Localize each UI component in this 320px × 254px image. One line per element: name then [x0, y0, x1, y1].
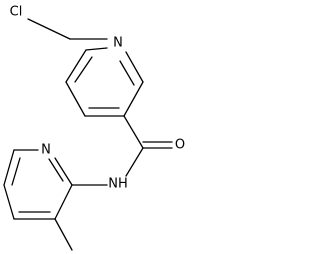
bond-c3p-c2p — [54, 184, 73, 220]
bond-c2p-n1p — [54, 157, 73, 186]
bond-c6p-c5p — [3, 149, 15, 186]
molecule-structure: Cl N O NH N — [3, 5, 185, 251]
bond-c6-n1-link — [85, 47, 108, 51]
bond-c5p-c4p — [3, 184, 15, 220]
bond-n1-c2 — [125, 51, 144, 83]
atom-n-methylpyridine: N — [41, 143, 51, 158]
bond-c2p-n1p-inner — [48, 158, 64, 182]
bond-c4-c5 — [65, 81, 86, 117]
bond-cl-c6 — [27, 18, 71, 40]
bond-c3-carbonyl — [123, 115, 144, 149]
atom-n-chloropyridine: N — [113, 36, 123, 51]
atom-cl: Cl — [10, 5, 23, 20]
bond-n1-c2-inner — [119, 60, 135, 86]
atom-o-carbonyl: O — [175, 138, 185, 153]
atom-n-amide: NH — [108, 177, 128, 192]
bond-c2-c3 — [123, 81, 144, 117]
bond-c5-c6-inner — [74, 56, 93, 83]
bond-c6p-c5p-inner — [11, 157, 21, 186]
bond-c5-c6 — [65, 49, 87, 83]
bond-carbonyl-n — [125, 147, 144, 177]
bond-c3p-methyl — [54, 218, 73, 251]
